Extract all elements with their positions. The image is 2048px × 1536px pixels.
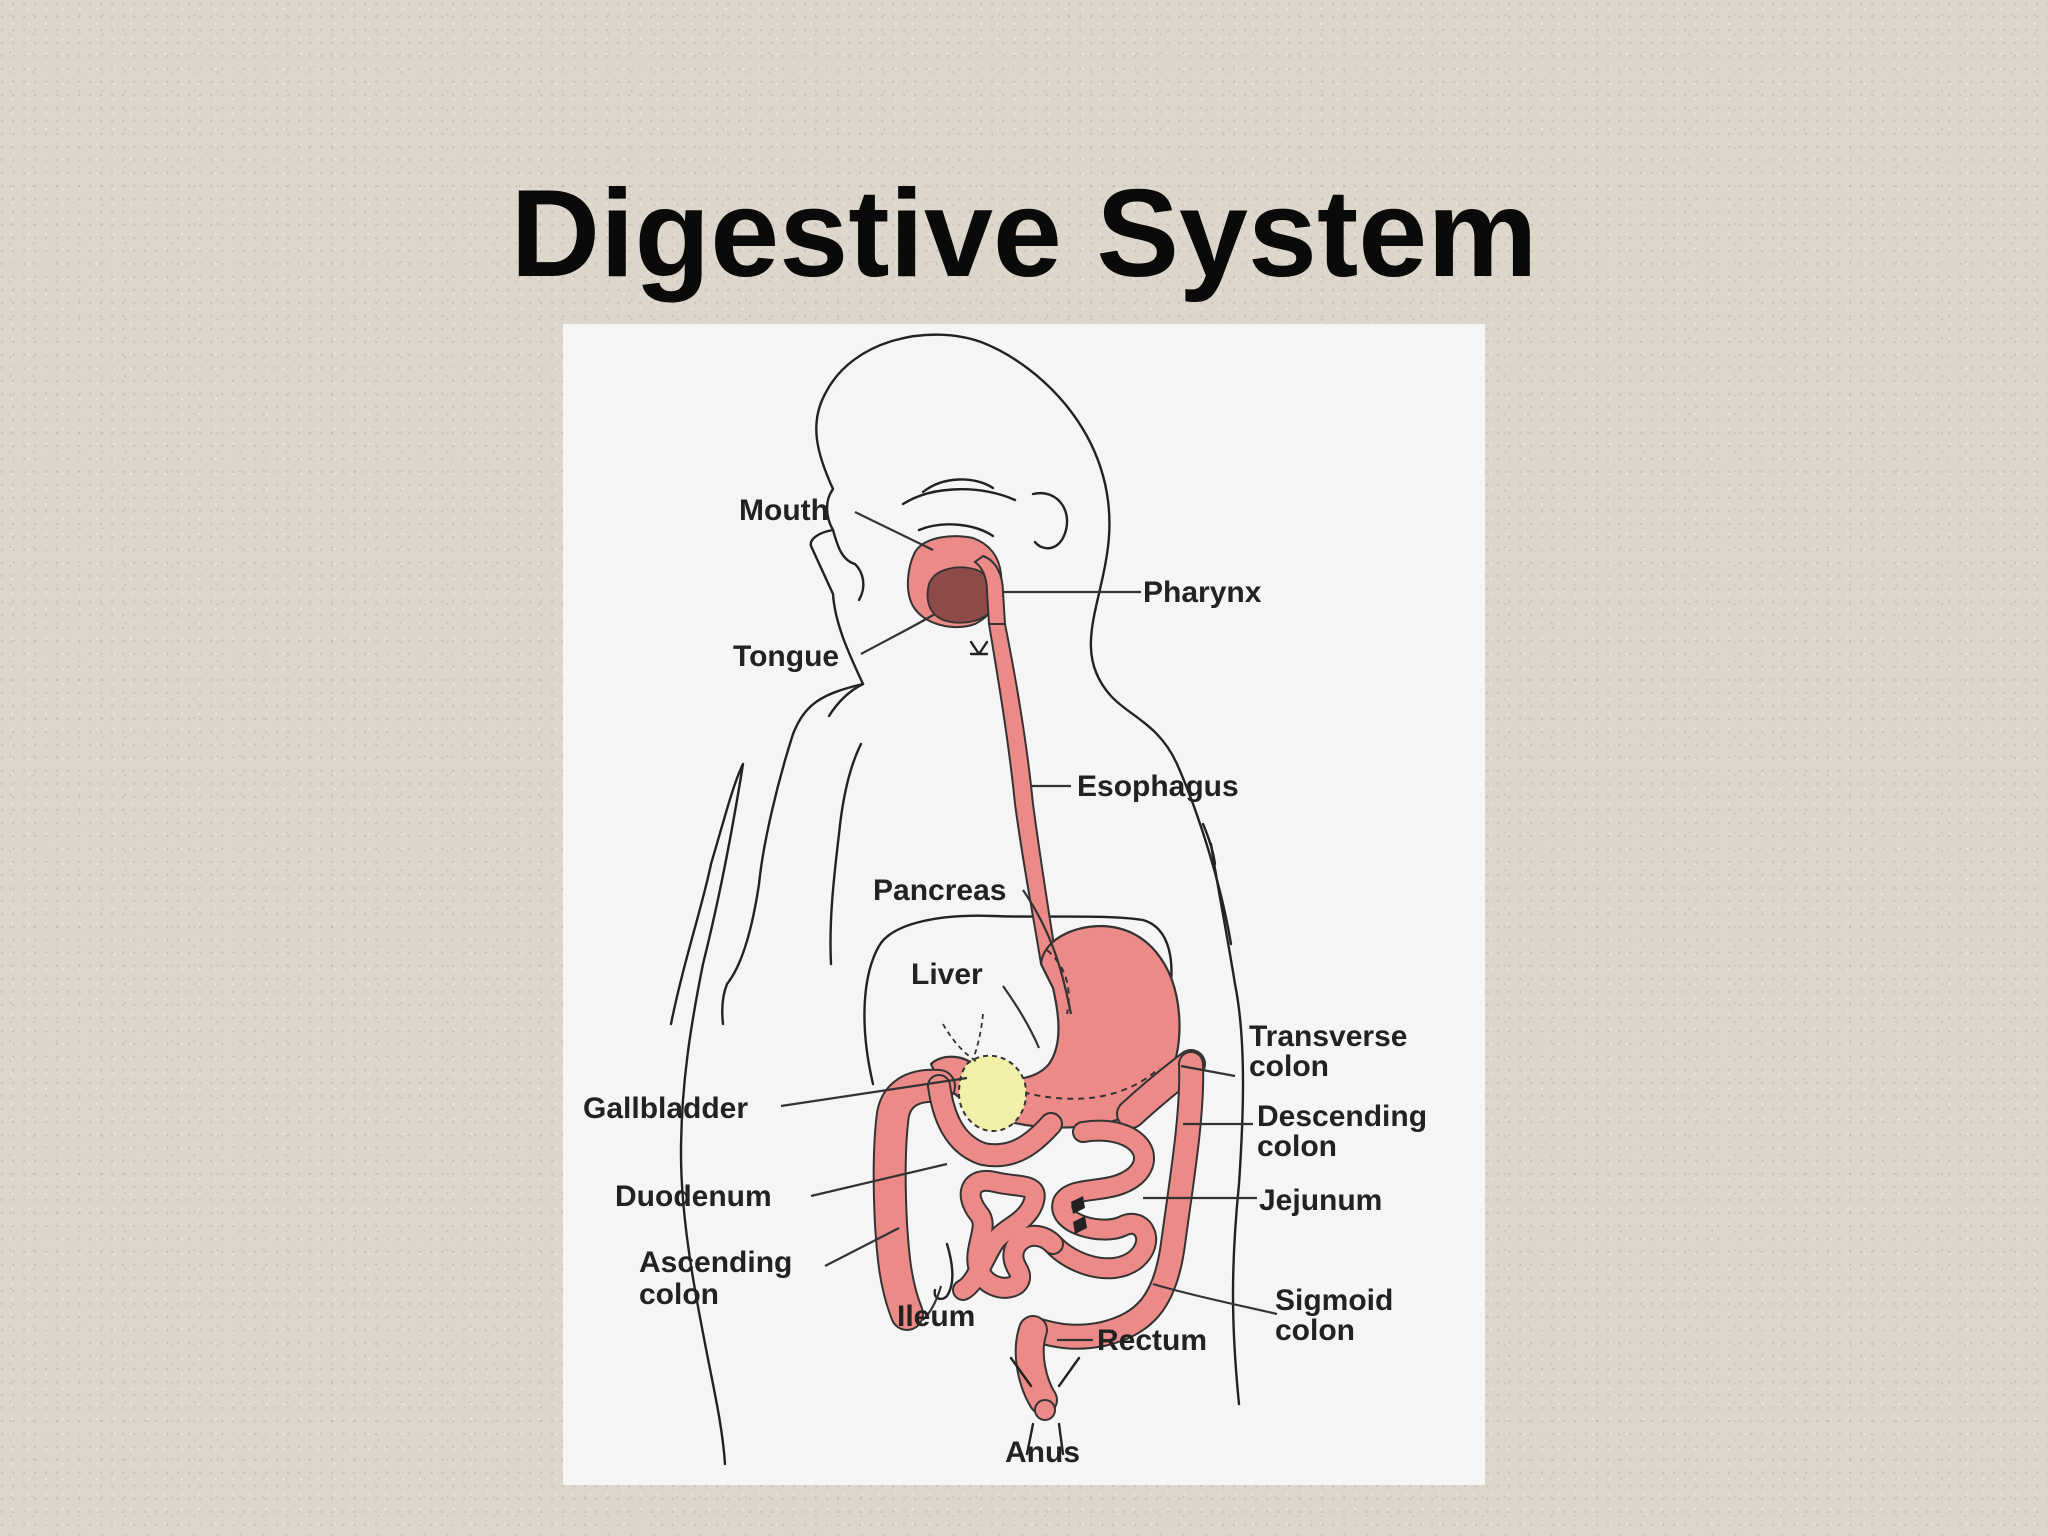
label-ileum: Ileum [897,1300,975,1333]
esophagus [987,623,1059,965]
label-anus: Anus [1005,1436,1080,1469]
leader-mouth [854,511,934,551]
ascending-colon-fill [874,1070,954,1329]
bile-ducts [942,1013,984,1063]
duodenum-fill [929,1076,1061,1166]
label-mouth: Mouth [739,494,829,527]
leader-ascending-colon [824,1227,900,1267]
label-rectum: Rectum [1097,1324,1207,1357]
diagram-svg: Mouth Tongue Pharynx Esophagus Pancreas … [583,333,1427,1469]
leader-transverse-colon [1180,1064,1236,1078]
face-line [831,528,865,602]
label-duodenum: Duodenum [615,1180,772,1213]
leader-liver [1002,985,1041,1049]
appendix [933,1242,954,1301]
jejunum-fill [1044,1121,1156,1278]
label-pharynx: Pharynx [1143,576,1262,609]
jejunum-marker [1071,1196,1087,1234]
left-shoulder [721,682,865,1026]
label-gallbladder: Gallbladder [583,1092,748,1125]
label-ascending-colon-line1: Ascending [639,1246,792,1279]
label-sigmoid-colon-line2: colon [1275,1314,1355,1347]
digestive-system-diagram: Mouth Tongue Pharynx Esophagus Pancreas … [563,324,1485,1485]
labels: Mouth Tongue Pharynx Esophagus Pancreas … [583,494,1427,1469]
anus [1034,1399,1056,1421]
right-armpit [1201,822,1217,866]
head-outline [809,333,1233,946]
left-arm-inner [827,682,865,718]
gallbladder [957,1054,1028,1132]
label-liver: Liver [911,958,983,991]
jaw-curve [901,488,1017,538]
leader-sigmoid-colon [1152,1282,1278,1316]
leader-ileum [922,1285,943,1321]
label-transverse-colon-line2: colon [1249,1050,1329,1083]
ear [1031,491,1069,550]
small-intestine [927,1074,1158,1301]
epiglottis [969,640,989,656]
label-pancreas: Pancreas [873,874,1006,907]
leader-duodenum [810,1162,948,1198]
label-ascending-colon-line2: colon [639,1278,719,1311]
label-transverse-colon-line1: Transverse [1249,1020,1407,1053]
leader-gallbladder [780,1076,968,1108]
left-waist [829,742,863,966]
nasal-cavity [921,478,995,494]
label-tongue: Tongue [733,640,839,673]
pancreas [982,949,1160,1100]
label-jejunum: Jejunum [1259,1184,1382,1217]
leader-pancreas [1022,889,1073,1015]
label-esophagus: Esophagus [1077,770,1239,803]
right-torso [1209,842,1245,1406]
label-descending-colon-line1: Descending [1257,1100,1427,1133]
label-sigmoid-colon-line1: Sigmoid [1275,1284,1393,1317]
leader-lines [780,511,1278,1342]
anal-sphincter-lines [1009,1356,1081,1456]
left-torso [669,762,745,1466]
ileum-fill [954,1171,1062,1299]
label-descending-colon-line2: colon [1257,1130,1337,1163]
page-title: Digestive System [510,165,1538,303]
leader-tongue [860,613,936,655]
rectum-fill [1016,1317,1056,1413]
